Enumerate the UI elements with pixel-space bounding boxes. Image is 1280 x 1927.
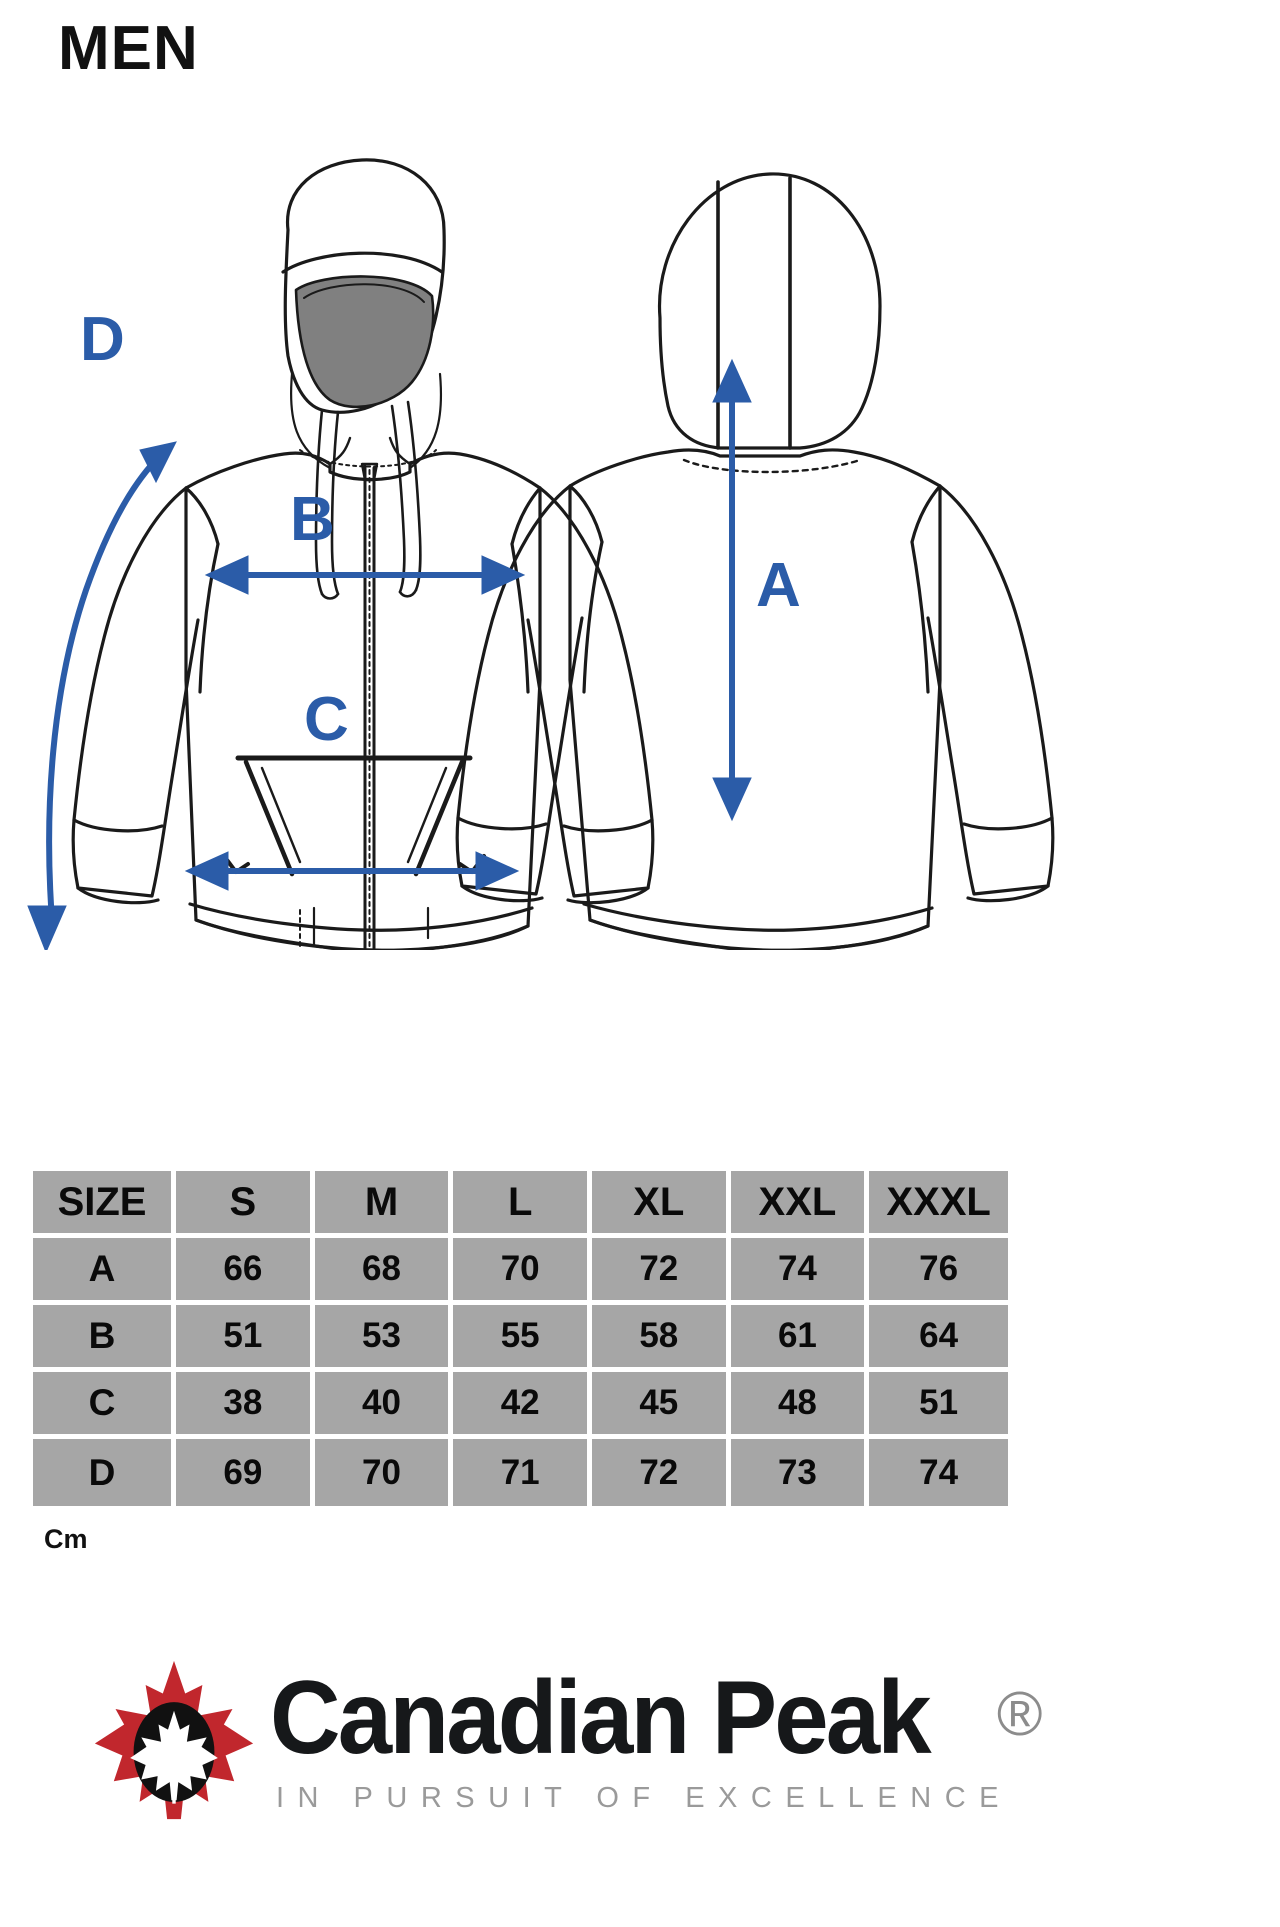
cell-a-xxxl: 76 — [869, 1238, 1008, 1305]
svg-text:A: A — [756, 551, 801, 620]
cell-b-xxxl: 64 — [869, 1305, 1008, 1372]
cell-b-m: 53 — [314, 1305, 454, 1372]
maple-leaf-icon — [88, 1654, 260, 1826]
column-header-xxl: XXL — [730, 1171, 870, 1238]
cell-b-xxl: 61 — [730, 1305, 870, 1372]
cell-c-xxl: 48 — [730, 1372, 870, 1439]
cell-a-s: 66 — [176, 1238, 315, 1305]
cell-a-xxl: 74 — [730, 1238, 870, 1305]
row-label-d: D — [33, 1439, 177, 1506]
cell-c-xl: 45 — [591, 1372, 731, 1439]
cell-a-xl: 72 — [591, 1238, 731, 1305]
table-header-row: SIZE S M L XL XXL XXXL — [33, 1171, 1008, 1238]
row-label-a: A — [33, 1238, 177, 1305]
brand-name-row: Canadian Peak ® — [270, 1666, 1043, 1770]
unit-label: Cm — [44, 1524, 88, 1554]
column-header-l: L — [453, 1171, 592, 1238]
cell-c-s: 38 — [176, 1372, 315, 1439]
table-row: B 51 53 55 58 61 64 — [33, 1305, 1008, 1372]
column-header-size: SIZE — [33, 1171, 177, 1238]
cell-c-l: 42 — [453, 1372, 592, 1439]
table-row: C 38 40 42 45 48 51 — [33, 1372, 1008, 1439]
svg-text:D: D — [80, 305, 125, 374]
cell-d-xxxl: 74 — [869, 1439, 1008, 1506]
column-header-xl: XL — [591, 1171, 731, 1238]
table-row: D 69 70 71 72 73 74 — [33, 1439, 1008, 1506]
registered-trademark-icon: ® — [996, 1679, 1043, 1749]
brand-text-block: Canadian Peak ® IN PURSUIT OF EXCELLENCE — [270, 1666, 1043, 1815]
cell-c-xxxl: 51 — [869, 1372, 1008, 1439]
svg-text:B: B — [290, 485, 335, 554]
svg-text:C: C — [304, 685, 349, 754]
column-header-s: S — [176, 1171, 315, 1238]
row-label-c: C — [33, 1372, 177, 1439]
cell-a-l: 70 — [453, 1238, 592, 1305]
cell-c-m: 40 — [314, 1372, 454, 1439]
page-title: MEN — [58, 14, 199, 83]
cell-d-xl: 72 — [591, 1439, 731, 1506]
cell-d-xxl: 73 — [730, 1439, 870, 1506]
cell-b-s: 51 — [176, 1305, 315, 1372]
garment-illustration: D B C A — [0, 120, 1060, 950]
brand-word-peak: Peak — [711, 1659, 932, 1776]
cell-d-m: 70 — [314, 1439, 454, 1506]
cell-d-s: 69 — [176, 1439, 315, 1506]
brand-tagline: IN PURSUIT OF EXCELLENCE — [276, 1781, 1013, 1814]
column-header-xxxl: XXXL — [869, 1171, 1008, 1238]
brand-word-canadian: Canadian — [270, 1659, 690, 1776]
row-label-b: B — [33, 1305, 177, 1372]
column-header-m: M — [314, 1171, 454, 1238]
brand-name: Canadian Peak — [270, 1666, 932, 1770]
cell-a-m: 68 — [314, 1238, 454, 1305]
table-row: A 66 68 70 72 74 76 — [33, 1238, 1008, 1305]
cell-b-l: 55 — [453, 1305, 592, 1372]
size-table-container: SIZE S M L XL XXL XXXL A 66 68 70 72 74 — [33, 1171, 1008, 1506]
size-table: SIZE S M L XL XXL XXXL A 66 68 70 72 74 — [33, 1171, 1008, 1506]
brand-logo: Canadian Peak ® IN PURSUIT OF EXCELLENCE — [88, 1640, 1088, 1840]
cell-b-xl: 58 — [591, 1305, 731, 1372]
cell-d-l: 71 — [453, 1439, 592, 1506]
